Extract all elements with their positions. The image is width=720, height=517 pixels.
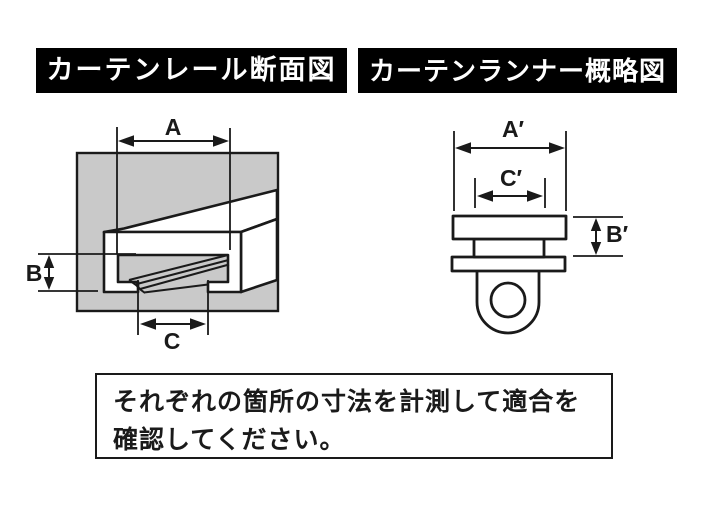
arrowhead-down-icon: [43, 277, 55, 290]
measurement-note-box: それぞれの箇所の寸法を計測して適合を 確認してください。: [95, 373, 613, 459]
rail-cross-section-drawing: A B C: [26, 114, 280, 354]
rail-dimension-b-label: B: [26, 260, 43, 286]
rail-dimension-b: B: [26, 253, 136, 292]
arrowhead-right-icon: [213, 135, 229, 147]
runner-schematic-title: カーテンランナー概略図: [368, 55, 666, 86]
runner-lower-flange: [450, 255, 567, 273]
runner-dimension-c-label: C′: [500, 165, 523, 191]
arrowhead-down-icon: [590, 242, 602, 255]
rail-dimension-a-label: A: [165, 114, 182, 140]
runner-dimension-c: C′: [474, 165, 546, 208]
rail-dimension-c: C: [137, 280, 209, 354]
arrowhead-up-icon: [590, 218, 602, 231]
runner-dimension-b-label: B′: [606, 221, 629, 247]
rail-dimension-a: A: [116, 114, 231, 254]
runner-loop-hole: [489, 281, 527, 319]
runner-schematic-title-bar: カーテンランナー概略図: [358, 48, 677, 93]
arrowhead-left-icon: [140, 318, 156, 330]
arrowhead-left-icon: [455, 142, 471, 154]
runner-schematic-drawing: A′ C′ B′: [450, 116, 629, 335]
arrowhead-right-icon: [190, 318, 206, 330]
arrowhead-right-icon: [527, 190, 543, 202]
rail-section-title: カーテンレール断面図: [46, 55, 337, 85]
arrowhead-left-icon: [118, 135, 134, 147]
runner-dimension-a-label: A′: [502, 116, 525, 142]
runner-neck: [472, 237, 546, 259]
rail-section-title-bar: カーテンレール断面図: [36, 48, 347, 93]
arrowhead-up-icon: [43, 255, 55, 268]
note-line-1: それぞれの箇所の寸法を計測して適合を: [113, 388, 581, 416]
runner-dimension-a: A′: [453, 116, 567, 211]
rail-dimension-c-label: C: [164, 328, 181, 354]
runner-top-cap: [451, 214, 568, 241]
arrowhead-right-icon: [549, 142, 565, 154]
arrowhead-left-icon: [477, 190, 493, 202]
rail-end-face: [239, 217, 279, 294]
runner-dimension-b: B′: [573, 216, 629, 257]
note-line-2: 確認してください。: [113, 426, 346, 454]
